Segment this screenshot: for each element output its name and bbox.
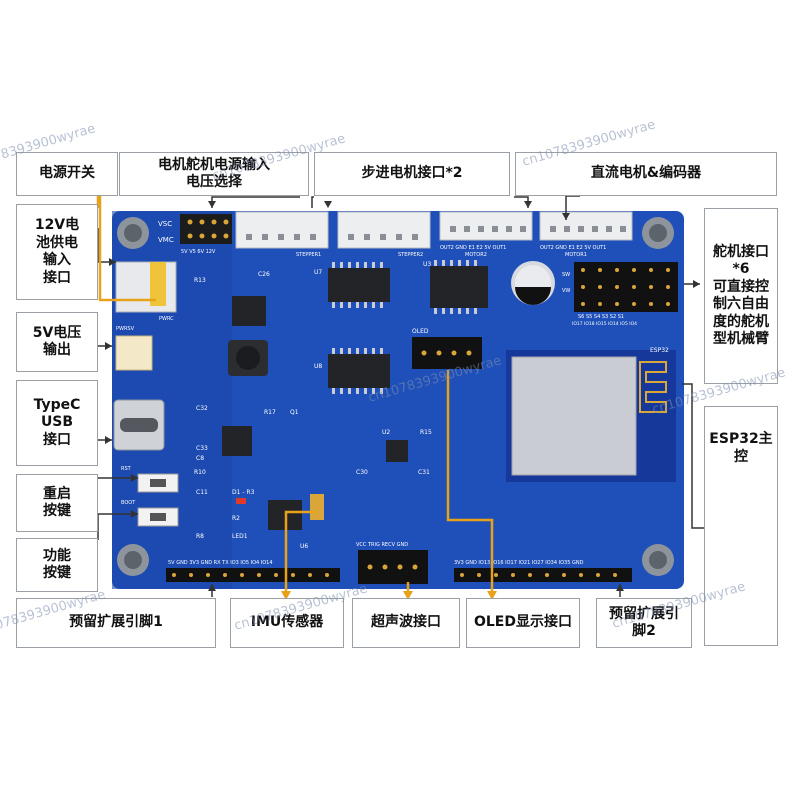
vsc-label: VSC [158, 220, 172, 228]
stepper1-label: STEPPER1 [296, 252, 321, 258]
header2-pins-label: 3V3 GND IO13 IO16 IO17 IO21 IO27 IO34 IO… [454, 560, 584, 566]
r15-label: R15 [420, 429, 432, 436]
c30-label: C30 [356, 469, 368, 476]
imu-chip [386, 440, 408, 462]
mounting-hole [642, 217, 674, 249]
motor1-pins-label: OUT2 GND E1 E2 5V OUT1 [540, 245, 606, 251]
boot-label: BOOT [121, 500, 136, 506]
chip-u8 [328, 348, 390, 394]
gold-cap [310, 494, 324, 520]
chip-u7 [328, 262, 390, 308]
label-5v-output: 5V电压 输出 [16, 312, 98, 372]
motor2-label: MOTOR2 [465, 252, 487, 258]
jumper-pins-label: 5V V5 6V 12V [181, 249, 216, 255]
u7-label: U7 [314, 269, 322, 276]
c8-label: C8 [196, 455, 204, 462]
label-esp32-main: ESP32主 控 [704, 406, 778, 646]
stepper2-connector [337, 211, 431, 249]
q1-label: Q1 [290, 409, 299, 416]
r10-label: R10 [194, 469, 206, 476]
label-restart: 重启 按键 [16, 474, 98, 532]
c32-label: C32 [196, 405, 208, 412]
label-servo: 舵机接口 *6 可直接控 制六自由 度的舵机 型机械臂 [704, 208, 778, 384]
mounting-hole [117, 217, 149, 249]
c31-label: C31 [418, 469, 430, 476]
c11-label: C11 [196, 489, 208, 496]
label-battery-12v: 12V电 池供电 输入 接口 [16, 204, 98, 300]
red-led [236, 498, 246, 504]
servo-labels: S6 S5 S4 S3 S2 S1 [578, 314, 624, 320]
esp32-module [506, 350, 676, 482]
mounting-hole [117, 544, 149, 576]
usb-chip [222, 426, 252, 456]
label-ultrasonic: 超声波接口 [352, 598, 460, 648]
label-imu: IMU传感器 [230, 598, 344, 648]
u6-label: U6 [300, 543, 308, 550]
orange-arrowheads [281, 591, 497, 600]
esp32-board-label: ESP32 [650, 347, 669, 354]
label-power-switch: 电源开关 [16, 152, 118, 196]
stepper1-connector [235, 211, 329, 249]
pwrsv-label: PWRSV [116, 326, 135, 332]
sw-label: SW [562, 272, 570, 278]
mounting-hole [642, 544, 674, 576]
stepper2-label: STEPPER2 [398, 252, 423, 258]
r17-label: R17 [264, 409, 276, 416]
chip-u3 [430, 260, 488, 314]
c26-label: C26 [258, 271, 270, 278]
label-typec: TypeC USB 接口 [16, 380, 98, 466]
power-switch-body [115, 261, 177, 313]
ultrasonic-pins-label: VCC TRIG RECV GND [356, 542, 408, 548]
dc-barrel [150, 262, 166, 306]
label-motor-servo-power: 电机舵机电源输入 电压选择 [119, 152, 309, 196]
d1-label: D1 - R3 [232, 489, 255, 496]
vw-label: VW [562, 288, 570, 294]
label-function-key: 功能 按键 [16, 538, 98, 592]
label-stepper: 步进电机接口*2 [314, 152, 510, 196]
r2-label: R2 [232, 515, 240, 522]
rst-label: RST [121, 466, 132, 472]
u8-label: U8 [314, 363, 322, 370]
electrolytic-capacitor [511, 261, 555, 305]
r8-label: R8 [196, 533, 204, 540]
label-expansion1: 预留扩展引脚1 [16, 598, 216, 648]
u2-label: U2 [382, 429, 390, 436]
servo-header [574, 262, 678, 312]
motor2-pins-label: OUT2 GND E1 E2 5V OUT1 [440, 245, 506, 251]
buck-chip [232, 296, 266, 326]
r13-label: R13 [194, 277, 206, 284]
label-oled: OLED显示接口 [466, 598, 580, 648]
5v-connector [115, 335, 153, 371]
c33-label: C33 [196, 445, 208, 452]
expansion-header-2 [454, 568, 632, 582]
u3-label: U3 [423, 261, 431, 268]
servo-io-labels: IO17 IO18 IO15 IO14 IO5 IO4 [572, 321, 637, 327]
expansion-header-1 [166, 568, 340, 582]
label-dc-motor: 直流电机&编码器 [515, 152, 777, 196]
power-select-jumper [180, 214, 232, 244]
pwrc-label: PWRC [159, 316, 174, 322]
leader-arrowheads [105, 201, 700, 591]
label-expansion2: 预留扩展引 脚2 [596, 598, 692, 648]
led1-label: LED1 [232, 533, 248, 540]
motor1-label: MOTOR1 [565, 252, 587, 258]
header1-pins-label: 5V GND 3V3 GND RX TX IO3 IO5 IO4 IO14 [168, 560, 273, 566]
oled-board-label: OLED [412, 328, 429, 335]
vmc-label: VMC [158, 236, 174, 244]
